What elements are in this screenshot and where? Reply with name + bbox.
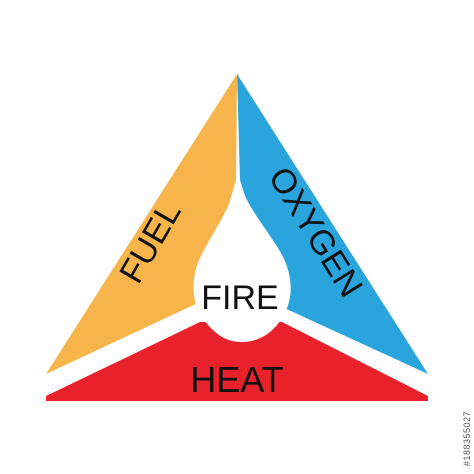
heat-segment [46, 322, 428, 401]
heat-label: HEAT [190, 359, 283, 400]
stock-id-label: #188355027 [462, 410, 472, 466]
fuel-segment [46, 74, 237, 374]
fire-label: FIRE [201, 279, 278, 317]
flame-drop-icon [193, 178, 291, 342]
